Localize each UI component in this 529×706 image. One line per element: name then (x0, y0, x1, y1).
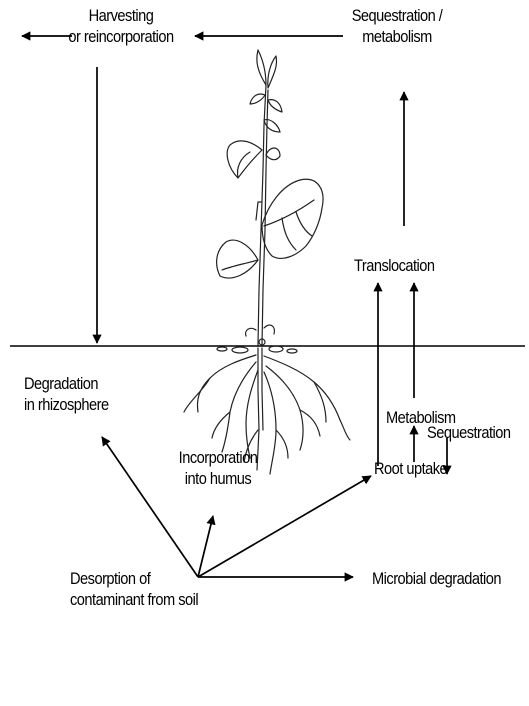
harvesting-label-line2: or reincorporation (53, 26, 189, 47)
degradation-rhizosphere-label: Degradation in rhizosphere (24, 373, 109, 415)
desorption-label-line1: Desorption of (70, 568, 198, 589)
incorporation-humus-line2: into humus (166, 468, 269, 489)
sequestration-label: Sequestration (427, 422, 511, 443)
sequestration-metabolism-label: Sequestration / metabolism (341, 5, 453, 47)
harvesting-label: Harvesting or reincorporation (53, 5, 189, 47)
desorption-label: Desorption of contaminant from soil (70, 568, 198, 610)
sequestration-metabolism-line2: metabolism (341, 26, 453, 47)
translocation-label: Translocation (354, 255, 435, 276)
root-uptake-label: Root uptake (374, 458, 447, 479)
arrow-desorption-to-humus (198, 516, 213, 577)
sequestration-metabolism-line1: Sequestration / (341, 5, 453, 26)
plant-illustration (184, 50, 350, 474)
harvesting-label-line1: Harvesting (53, 5, 189, 26)
microbial-degradation-label: Microbial degradation (372, 568, 501, 589)
desorption-label-line2: contaminant from soil (70, 589, 198, 610)
incorporation-humus-label: Incorporation into humus (166, 447, 269, 489)
incorporation-humus-line1: Incorporation (166, 447, 269, 468)
degradation-rhizosphere-line2: in rhizosphere (24, 394, 109, 415)
degradation-rhizosphere-line1: Degradation (24, 373, 109, 394)
arrow-desorption-to-root-uptake (198, 476, 371, 577)
